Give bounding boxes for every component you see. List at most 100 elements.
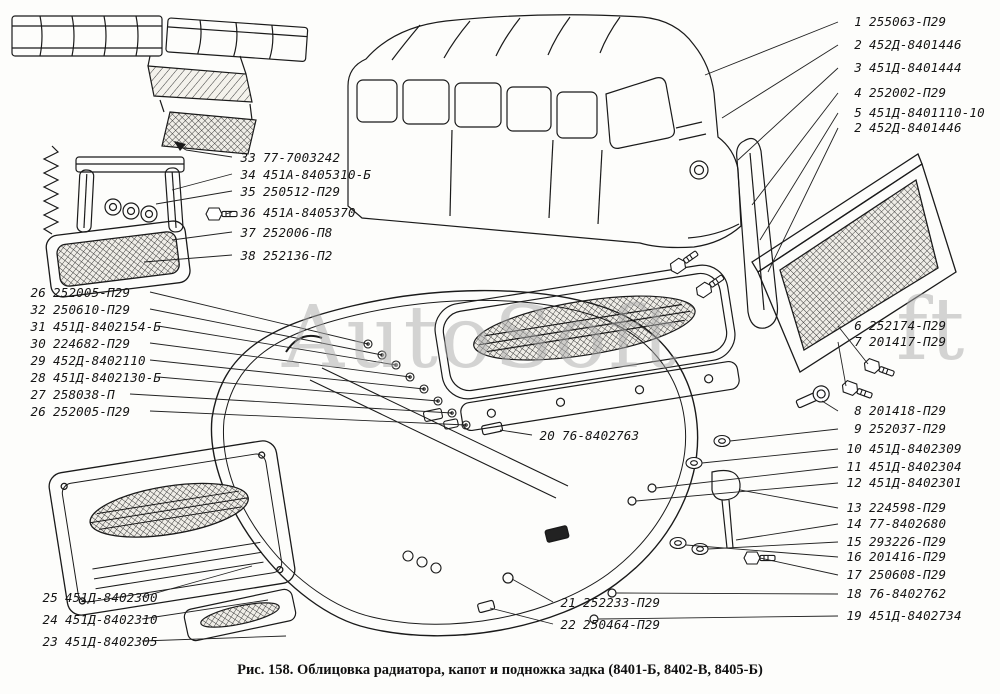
callout-number: 1 — [854, 14, 862, 29]
callout: 21 252233-П29 — [556, 595, 661, 610]
callout: 15 293226-П29 — [842, 534, 947, 549]
callout-part-number: 201417-П29 — [869, 334, 947, 349]
callout-number: 31 — [30, 319, 46, 334]
callout-number: 11 — [846, 459, 862, 474]
callout-number: 28 — [30, 370, 46, 385]
figure-caption: Рис. 158. Облицовка радиатора, капот и п… — [237, 662, 763, 678]
callout-part-number: 250608-П29 — [869, 567, 947, 582]
callout-part-number: 252005-П29 — [53, 404, 131, 419]
callout-number: 6 — [854, 318, 862, 333]
callout-part-number: 252037-П29 — [869, 421, 947, 436]
callout-number: 33 — [240, 150, 256, 165]
callout-number: 9 — [854, 421, 862, 436]
callout: 31 451Д-8402154-Б — [26, 319, 161, 334]
callout-number: 2 — [854, 120, 862, 135]
callout-part-number: 252006-П8 — [263, 225, 333, 240]
callout-number: 10 — [846, 441, 862, 456]
callout-part-number: 451Д-8402301 — [869, 475, 962, 490]
callout-part-number: 451А-8405310-Б — [263, 167, 372, 182]
callout-part-number: 252005-П29 — [53, 285, 131, 300]
callout-number: 21 — [560, 595, 576, 610]
callout-number: 23 — [42, 634, 58, 649]
leader-lines — [129, 21, 869, 642]
callout-number: 19 — [846, 608, 862, 623]
callout: 8 201418-П29 — [842, 403, 946, 418]
callout-number: 7 — [854, 334, 862, 349]
callout-part-number: 451Д-8402130-Б — [53, 370, 162, 385]
callout-part-number: 252233-П29 — [583, 595, 661, 610]
callout-part-number: 76-8402762 — [869, 586, 947, 601]
callout-number: 32 — [30, 302, 46, 317]
callout-number: 14 — [846, 516, 862, 531]
hood-fasteners-drawing — [363, 339, 471, 430]
callout: 10 451Д-8402309 — [842, 441, 962, 456]
callout: 28 451Д-8402130-Б — [26, 370, 161, 385]
callout: 11 451Д-8402304 — [842, 459, 962, 474]
callout-number: 4 — [854, 85, 862, 100]
callout-number: 29 — [30, 353, 46, 368]
radiator-grille-drawing — [751, 153, 957, 373]
callout-part-number: 451Д-8402304 — [869, 459, 962, 474]
callout: 9 252037-П29 — [842, 421, 946, 436]
callout-part-number: 452Д-8401446 — [869, 37, 962, 52]
callout: 34 451А-8405310-Б — [236, 167, 371, 182]
callout-part-number: 250610-П29 — [53, 302, 131, 317]
callout-part-number: 452Д-8402110 — [53, 353, 146, 368]
callout-number: 22 — [560, 617, 576, 632]
callout-number: 34 — [240, 167, 256, 182]
callout-part-number: 224682-П29 — [53, 336, 131, 351]
callout-number: 5 — [854, 105, 862, 120]
grille-side-pillar-drawing — [736, 138, 779, 329]
callout: 12 451Д-8402301 — [842, 475, 962, 490]
front-apron-panel-drawing — [434, 264, 736, 400]
callout-number: 16 — [846, 549, 862, 564]
callout-part-number: 77-7003242 — [263, 150, 341, 165]
callout-part-number: 255063-П29 — [869, 14, 947, 29]
callout-number: 15 — [846, 534, 862, 549]
callout-number: 8 — [854, 403, 862, 418]
side-step-panel-drawing — [48, 440, 296, 616]
callout-part-number: 451Д-8402310 — [65, 612, 158, 627]
callout: 33 77-7003242 — [236, 150, 341, 165]
callout: 23 451Д-8402305 — [38, 634, 158, 649]
callout-part-number: 201418-П29 — [869, 403, 947, 418]
callout-part-number: 250512-П29 — [263, 184, 341, 199]
callout-part-number: 451Д-8402305 — [65, 634, 158, 649]
callout: 32 250610-П29 — [26, 302, 131, 317]
lower-step-strip-drawing — [183, 588, 297, 642]
callout: 3 451Д-8401444 — [842, 60, 962, 75]
callout-part-number: 293226-П29 — [869, 534, 947, 549]
callout: 1 255063-П29 — [842, 14, 946, 29]
callout-number: 12 — [846, 475, 862, 490]
callout: 24 451Д-8402310 — [38, 612, 158, 627]
callout-number: 27 — [30, 387, 46, 402]
callout-number: 36 — [240, 205, 256, 220]
rear-step-spring-drawing — [42, 145, 60, 235]
callout-part-number: 451Д-8401444 — [869, 60, 962, 75]
callout-part-number: 451Д-8402154-Б — [53, 319, 162, 334]
callout-part-number: 224598-П29 — [869, 500, 947, 515]
callout-number: 38 — [240, 248, 256, 263]
callout-number: 24 — [42, 612, 58, 627]
callout-number: 2 — [854, 37, 862, 52]
callout-part-number: 252174-П29 — [869, 318, 947, 333]
callout-part-number: 451Д-8402309 — [869, 441, 962, 456]
callout-number: 3 — [854, 60, 862, 75]
